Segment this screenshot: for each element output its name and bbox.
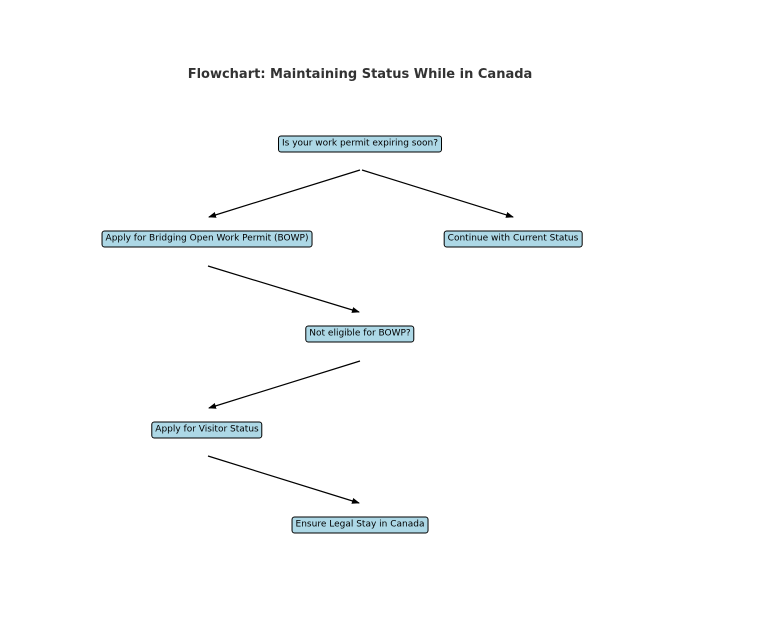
node-work-permit-expiring: Is your work permit expiring soon? [278,135,442,153]
edge-expiring-to-bowp [208,169,361,218]
node-not-eligible-bowp: Not eligible for BOWP? [305,325,415,343]
edge-visitor-to-ensure-legal [207,455,360,504]
edge-bowp-to-not-eligible [207,265,360,313]
node-apply-visitor-status: Apply for Visitor Status [151,421,263,439]
edge-expiring-to-continue [361,169,514,218]
node-apply-bowp: Apply for Bridging Open Work Permit (BOW… [101,230,313,248]
node-ensure-legal-stay: Ensure Legal Stay in Canada [291,516,429,534]
node-continue-current-status: Continue with Current Status [443,230,583,248]
edge-not-eligible-to-visitor [208,360,361,409]
diagram-title: Flowchart: Maintaining Status While in C… [187,67,533,82]
